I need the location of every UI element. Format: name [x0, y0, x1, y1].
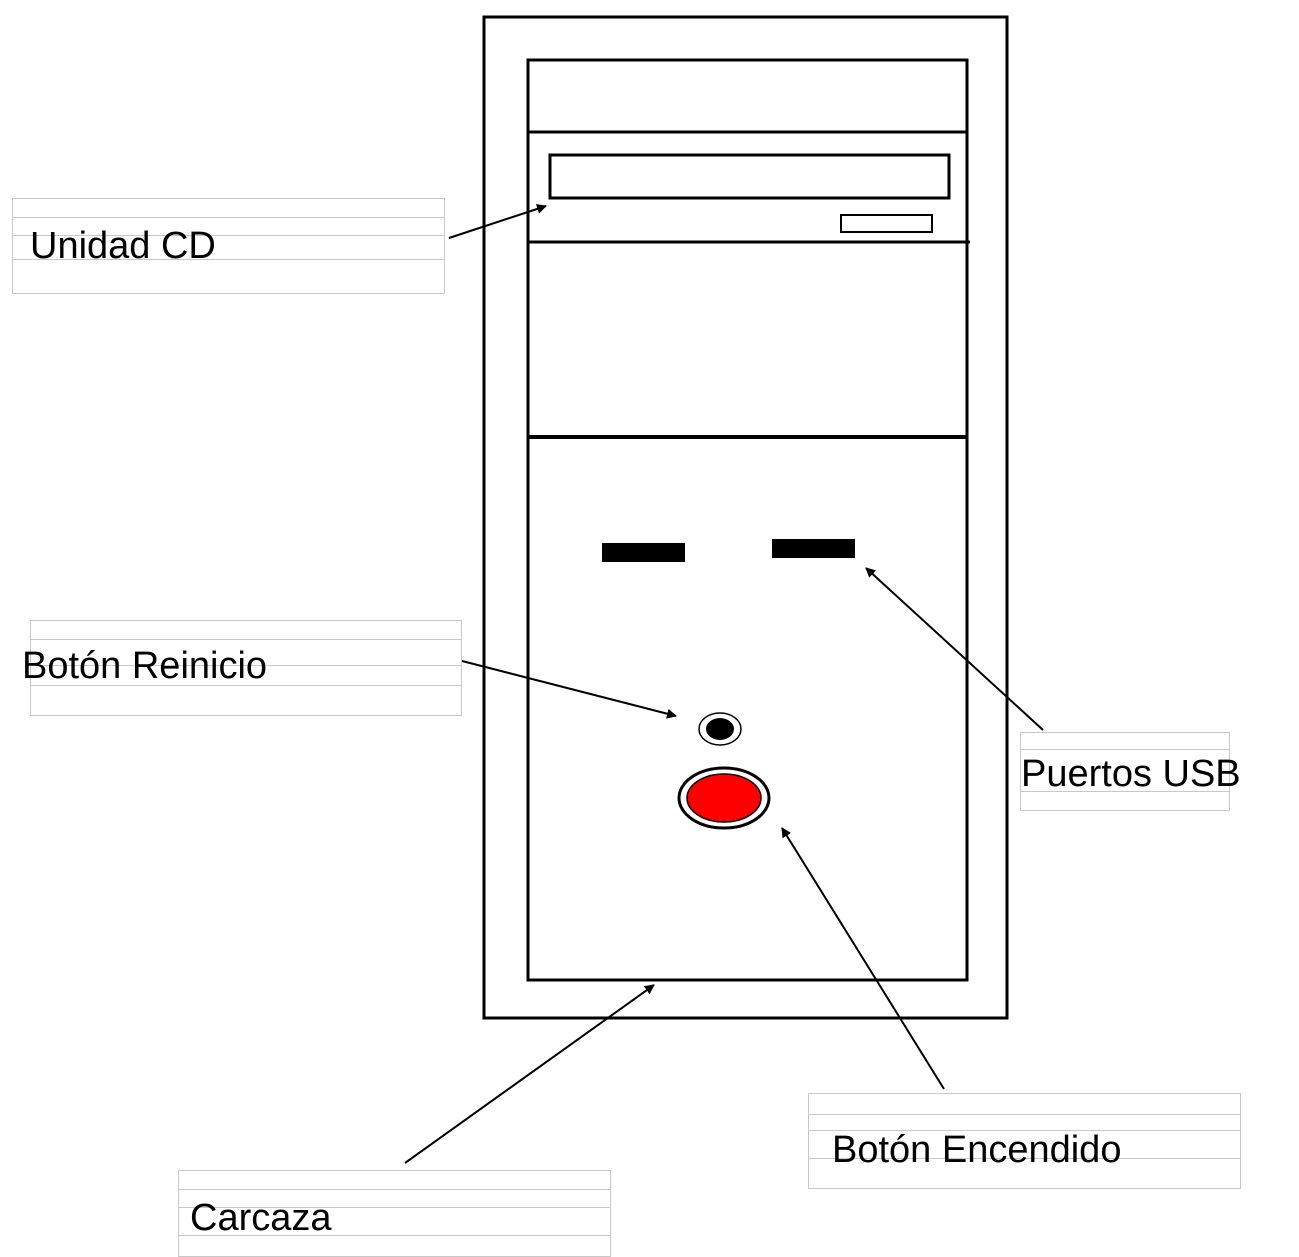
power-button: [686, 773, 762, 823]
label-power-button: Botón Encendido: [832, 1129, 1122, 1171]
cd-tray: [548, 153, 951, 200]
arrow-power-button: [781, 827, 945, 1090]
cd-eject-button: [840, 214, 933, 233]
usb-port-right: [772, 539, 855, 558]
label-box-power-button: [808, 1093, 1241, 1189]
label-box-cd-drive: [12, 198, 445, 294]
front-panel: [526, 58, 969, 982]
label-box-reset-button: [30, 620, 462, 716]
arrow-cd-drive: [448, 204, 547, 239]
label-usb-ports: Puertos USB: [1021, 753, 1241, 795]
arrow-reset-button: [461, 660, 677, 719]
label-cd-drive: Unidad CD: [30, 225, 216, 267]
usb-port-left: [602, 543, 685, 562]
arrow-usb-ports: [865, 567, 1044, 731]
arrow-case: [404, 984, 655, 1164]
reset-button: [706, 718, 734, 740]
label-case: Carcaza: [190, 1197, 332, 1239]
label-reset-button: Botón Reinicio: [22, 645, 268, 687]
label-box-usb-ports: [1020, 732, 1230, 811]
